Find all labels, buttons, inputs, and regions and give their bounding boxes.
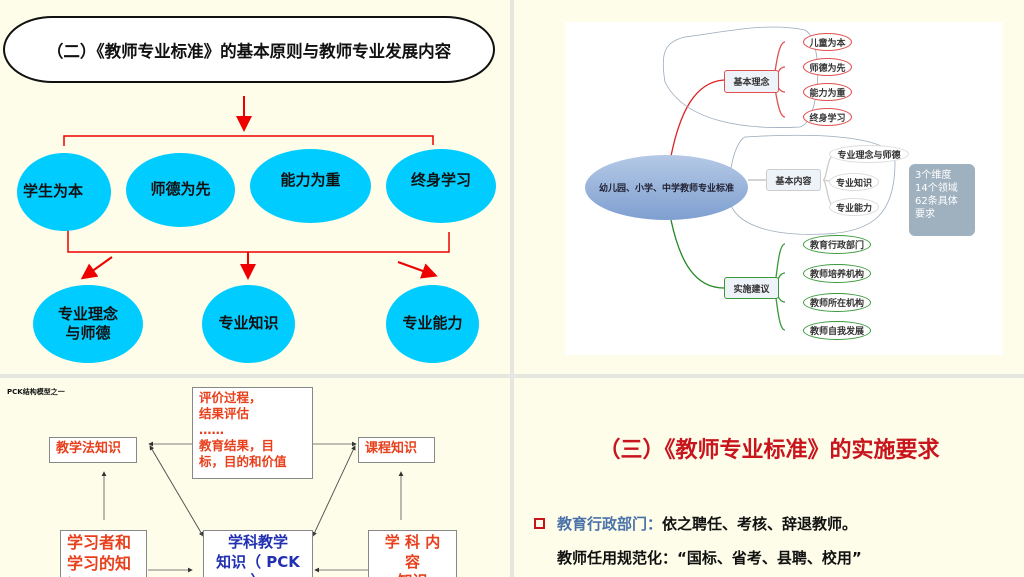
mindmap-branch[interactable]: 基本内容 (766, 169, 821, 191)
mindmap-leaf[interactable]: 儿童为本 (803, 33, 852, 51)
mindmap-leaf[interactable]: 终身学习 (803, 108, 852, 126)
pck-connectors (101, 441, 404, 573)
eval-box: 评价过程， 结果评估 …… 教育结果，目 标，目的和价值 (192, 387, 313, 479)
square-bullet-icon (534, 518, 545, 529)
mindmap-leaf[interactable]: 教育行政部门 (803, 235, 871, 254)
content-oval: 专业知识 (202, 285, 295, 363)
mindmap-leaf[interactable]: 教师培养机构 (803, 264, 871, 283)
content-oval: 专业理念 与师德 (33, 285, 143, 363)
mindmap-root[interactable]: 幼儿园、小学、中学教师专业标准 (585, 155, 748, 220)
slide-mindmap: 幼儿园、小学、中学教师专业标准 基本理念 儿童为本 师德为先 能力为重 终身学习… (514, 0, 1024, 374)
mindmap-connectors (662, 26, 896, 331)
mindmap-leaf[interactable]: 教师自我发展 (803, 321, 871, 340)
pedagogy-box: 教学法知识 (49, 437, 137, 463)
mindmap-leaf[interactable]: 教师所在机构 (803, 293, 871, 312)
content-oval: 专业能力 (386, 285, 479, 363)
pck-caption: PCK结构模型之一 (7, 388, 65, 396)
merge-line (67, 229, 450, 253)
slide-pck-model: PCK结构模型之一 评价过程， 结果评估 …… 教育结果，目 标，目的和价值 教… (0, 378, 510, 577)
bullet-subline: 教师任用规范化：“国标、省考、县聘、校用” (557, 549, 862, 567)
principle-oval: 学生为本 (17, 153, 111, 231)
mindmap-branch[interactable]: 基本理念 (724, 70, 779, 93)
principle-oval: 师德为先 (126, 153, 235, 227)
mindmap-note: 3个维度 14个领域 62条具体 要求 (909, 164, 975, 236)
learner-box: 学习者和 学习的知 识 (60, 530, 147, 577)
branch-line (63, 135, 434, 146)
slide1-title: （二）《教师专业标准》的基本原则与教师专业发展内容 (3, 16, 495, 83)
slide1-connectors (63, 96, 450, 280)
mindmap-leaf[interactable]: 专业知识 (829, 173, 879, 191)
pck-box: 学科教学 知识（ PCK ） (203, 530, 313, 577)
content-knowledge-box: 学 科 内 容 知识 (368, 530, 457, 577)
principle-oval: 能力为重 (250, 149, 371, 223)
slide-implementation: （三）《教师专业标准》的实施要求 教育行政部门：依之聘任、考核、辞退教师。 教师… (514, 378, 1024, 577)
mindmap-leaf[interactable]: 专业理念与师德 (829, 145, 909, 163)
slide-principles: （二）《教师专业标准》的基本原则与教师专业发展内容 学生为本 师德为先 能力为重… (0, 0, 510, 374)
curriculum-box: 课程知识 (358, 437, 435, 463)
slide4-title: （三）《教师专业标准》的实施要求 (598, 438, 940, 463)
bullet-item: 教育行政部门：依之聘任、考核、辞退教师。 (534, 513, 857, 534)
mindmap-leaf[interactable]: 能力为重 (803, 83, 852, 101)
principle-oval: 终身学习 (386, 149, 496, 223)
mindmap-panel: 幼儿园、小学、中学教师专业标准 基本理念 儿童为本 师德为先 能力为重 终身学习… (565, 22, 1003, 355)
mindmap-branch[interactable]: 实施建议 (724, 277, 779, 299)
mindmap-leaf[interactable]: 师德为先 (803, 58, 852, 76)
mindmap-leaf[interactable]: 专业能力 (829, 198, 879, 216)
